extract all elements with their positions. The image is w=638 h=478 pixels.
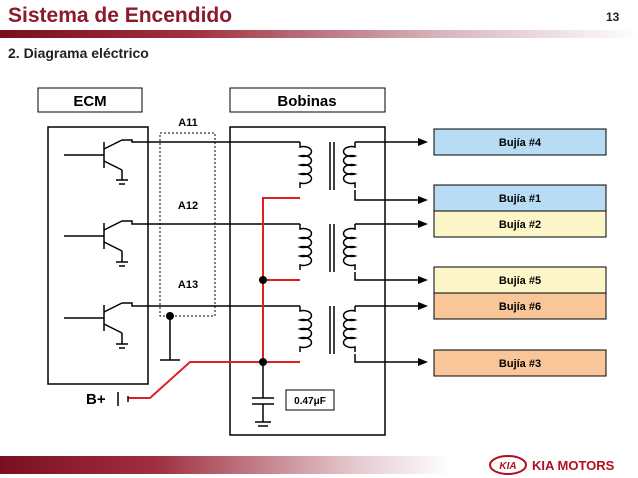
coils-label: Bobinas [277, 93, 336, 110]
spark-plug-2: Bujía #2 [433, 210, 607, 238]
ecm-label: ECM [73, 93, 106, 110]
battery-icon [117, 392, 129, 406]
page-number: 13 [606, 10, 620, 24]
transistor-1-icon [64, 139, 128, 185]
spark-plug-3-box [433, 349, 607, 377]
power-node-2 [259, 276, 267, 284]
transistor-3-icon [64, 302, 128, 349]
connector-ground [160, 316, 180, 361]
header-bar [0, 30, 638, 38]
signal-wires [122, 139, 300, 307]
page-title: Sistema de Encendido [8, 4, 233, 27]
spark-plug-2-label: Bujía #2 [499, 219, 541, 231]
pin-a13-label: A13 [178, 279, 198, 291]
coil-windings-icon [297, 142, 358, 354]
spark-plug-5-box [433, 266, 607, 294]
spark-plug-3-label: Bujía #3 [499, 358, 541, 370]
spark-plug-4: Bujía #4 [433, 128, 607, 156]
capacitor-icon [252, 362, 274, 427]
section-subtitle: 2. Diagrama eléctrico [8, 45, 149, 61]
capacitor-label: 0.47μF [294, 396, 326, 407]
footer-bar [0, 456, 450, 474]
transistor-2-icon [64, 220, 128, 267]
plug-wire-arrows [418, 138, 428, 366]
ecm-header-box [37, 87, 143, 113]
brand-name: KIA MOTORS [532, 458, 615, 473]
spark-plug-3: Bujía #3 [433, 349, 607, 377]
spark-plug-2-box [433, 210, 607, 238]
ecm-box [47, 126, 149, 385]
spark-plug-4-label: Bujía #4 [499, 137, 542, 149]
battery-label: B+ [86, 391, 106, 408]
spark-plug-6-box [433, 292, 607, 320]
capacitor-label-box [285, 389, 335, 411]
kia-logo-mark: KIA [499, 461, 516, 472]
pin-a11-label: A11 [178, 117, 198, 129]
power-wire [128, 197, 300, 399]
spark-plug-1-box [433, 184, 607, 212]
pin-a12-label: A12 [178, 200, 198, 212]
spark-plug-6-label: Bujía #6 [499, 301, 541, 313]
connector-node [166, 312, 174, 320]
spark-plug-1-label: Bujía #1 [499, 193, 541, 205]
coil-box [229, 126, 386, 436]
spark-plug-1: Bujía #1 [433, 184, 607, 212]
spark-plug-6: Bujía #6 [433, 292, 607, 320]
spark-plug-5-label: Bujía #5 [499, 275, 541, 287]
spark-plug-5: Bujía #5 [433, 266, 607, 294]
coils-header-box [229, 87, 386, 113]
spark-plug-4-box [433, 128, 607, 156]
kia-logo: KIA KIA MOTORS [489, 455, 615, 475]
plug-wires [354, 141, 420, 363]
